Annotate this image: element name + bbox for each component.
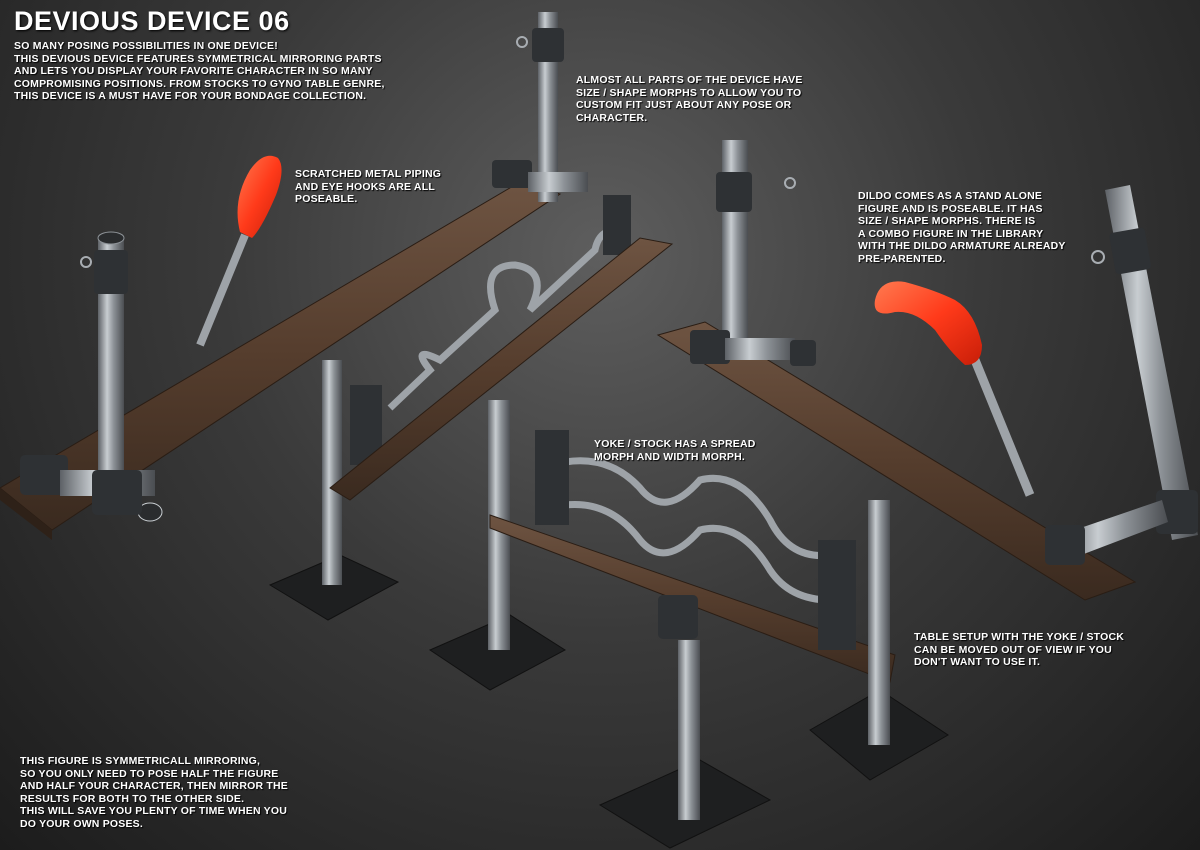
joint-right — [1156, 490, 1198, 534]
yoke-front-2 — [564, 500, 831, 604]
intro-line: AND LETS YOU DISPLAY YOUR FAVORITE CHARA… — [14, 65, 373, 77]
middle-stand — [428, 400, 896, 849]
dildo-line: A COMBO FIGURE IN THE LIBRARY — [858, 227, 1044, 240]
dildo-line: FIGURE AND IS POSEABLE. IT HAS — [858, 202, 1043, 215]
joint-bracket-2 — [92, 470, 142, 515]
eye-hook-mid — [784, 177, 796, 189]
dildo-arm-right — [970, 358, 1035, 497]
piping-line: AND EYE HOOKS ARE ALL — [295, 180, 435, 193]
eye-hook — [80, 256, 92, 268]
back-joint-pipe — [528, 172, 588, 192]
yoke-line: MORPH AND WIDTH MORPH. — [594, 450, 746, 463]
dildo-line: DILDO COMES AS A STAND ALONE — [858, 190, 1043, 202]
yoke-front — [564, 457, 831, 560]
joint-right-2 — [1045, 525, 1085, 565]
piping-line: SCRATCHED METAL PIPING — [295, 168, 442, 180]
back-joint — [492, 160, 532, 188]
dildo-right — [874, 281, 982, 365]
yoke-side — [535, 430, 569, 525]
morphs-line: CHARACTER. — [576, 111, 648, 124]
left-table — [0, 12, 674, 621]
mirror-note: THIS FIGURE IS SYMMETRICALL MIRRORING, S… — [20, 755, 288, 830]
intro-line: SO MANY POSING POSSIBILITIES IN ONE DEVI… — [14, 40, 278, 52]
wood-board-right — [656, 321, 1137, 601]
cross-pipe-mid — [725, 338, 795, 360]
mirror-line: AND HALF YOUR CHARACTER, THEN MIRROR THE — [20, 780, 288, 792]
right-table — [656, 140, 1198, 781]
mirror-line: RESULTS FOR BOTH TO THE OTHER SIDE. — [20, 792, 245, 805]
yoke — [387, 227, 626, 411]
dildo-line: WITH THE DILDO ARMATURE ALREADY — [858, 240, 1066, 252]
table-line: DON'T WANT TO USE IT. — [914, 656, 1041, 668]
mirror-line: THIS FIGURE IS SYMMETRICALL MIRRORING, — [20, 755, 261, 767]
pole-collar — [94, 250, 128, 294]
dildo-line: PRE-PARENTED. — [858, 252, 946, 265]
yoke-line: YOKE / STOCK HAS A SPREAD — [594, 438, 756, 450]
intro-text: SO MANY POSING POSSIBILITIES IN ONE DEVI… — [14, 40, 385, 103]
morphs-line: SIZE / SHAPE MORPHS TO ALLOW YOU TO — [576, 86, 802, 99]
side-board — [329, 237, 674, 501]
intro-line: THIS DEVIOUS DEVICE FEATURES SYMMETRICAL… — [14, 52, 382, 65]
table-note: TABLE SETUP WITH THE YOKE / STOCK CAN BE… — [914, 631, 1124, 669]
yoke-bracket — [603, 195, 631, 255]
eye-hook-back — [516, 36, 528, 48]
base-plate — [268, 554, 400, 621]
base-plate-2 — [428, 614, 566, 691]
dildo-line: SIZE / SHAPE MORPHS. THERE IS — [858, 215, 1036, 227]
yoke-note: YOKE / STOCK HAS A SPREAD MORPH AND WIDT… — [594, 438, 756, 463]
upright-pole-mid — [722, 140, 748, 345]
dildo-arm — [196, 233, 249, 347]
wood-board-edge — [0, 488, 52, 540]
mirror-line: SO YOU ONLY NEED TO POSE HALF THE FIGURE — [20, 767, 279, 780]
clamp — [658, 595, 698, 639]
intro-line: THIS DEVICE IS A MUST HAVE FOR YOUR BOND… — [14, 90, 367, 102]
yoke-side-2 — [818, 540, 856, 650]
pole-collar-right — [1109, 227, 1151, 275]
joint-bracket — [20, 455, 68, 495]
morphs-line: CUSTOM FIT JUST ABOUT ANY POSE OR — [576, 99, 792, 111]
pedestal-pole-3 — [678, 640, 700, 820]
table-line: CAN BE MOVED OUT OF VIEW IF YOU — [914, 643, 1112, 656]
dildo — [237, 155, 282, 238]
mirror-line: THIS WILL SAVE YOU PLENTY OF TIME WHEN Y… — [20, 805, 288, 817]
mirror-line: DO YOUR OWN POSES. — [20, 817, 144, 830]
morphs-line: ALMOST ALL PARTS OF THE DEVICE HAVE — [576, 74, 803, 86]
back-collar — [532, 28, 564, 62]
table-line: TABLE SETUP WITH THE YOKE / STOCK — [914, 631, 1125, 643]
eye-hook-right — [1091, 250, 1105, 264]
piping-line: POSEABLE. — [295, 193, 358, 205]
pedestal-pole-4 — [868, 500, 890, 745]
morphs-note: ALMOST ALL PARTS OF THE DEVICE HAVE SIZE… — [576, 74, 803, 124]
page-title: DEVIOUS DEVICE 06 — [14, 6, 290, 36]
pole-top — [97, 231, 125, 245]
dildo-note: DILDO COMES AS A STAND ALONE FIGURE AND … — [858, 190, 1066, 265]
pedestal-pole — [322, 360, 342, 585]
joint-mid-2 — [790, 340, 816, 366]
joint-mid — [690, 330, 730, 364]
cross-pipe-right — [1060, 500, 1168, 560]
pole-collar-mid — [716, 172, 752, 212]
piping-note: SCRATCHED METAL PIPING AND EYE HOOKS ARE… — [295, 168, 441, 206]
intro-line: COMPROMISING POSITIONS. FROM STOCKS TO G… — [14, 77, 385, 90]
upright-pole-right — [1105, 185, 1198, 540]
